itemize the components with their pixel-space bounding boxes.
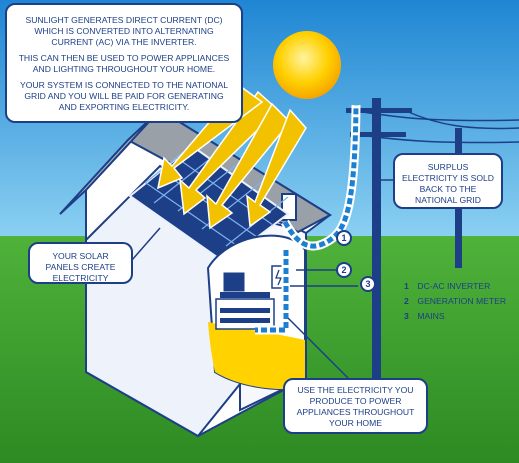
marker-generation-meter: 2	[336, 262, 352, 278]
sun-icon	[273, 31, 341, 99]
legend-item-generation-meter: 2 Generation Meter	[404, 294, 506, 309]
legend-label: Generation Meter	[417, 296, 507, 306]
callout-connectors	[131, 179, 393, 379]
legend-number: 3	[404, 311, 409, 321]
intro-line-2: This can then be used to power appliance…	[18, 53, 230, 74]
legend-label: DC-AC Inverter	[417, 281, 491, 291]
intro-line-3: Your system is connected to the national…	[19, 80, 229, 112]
intro-line-1: Sunlight generates direct current (DC) w…	[25, 15, 223, 47]
intro-callout: Sunlight generates direct current (DC) w…	[5, 3, 243, 123]
surplus-callout: Surplus electricity is sold back to the …	[393, 153, 503, 209]
marker-mains: 3	[360, 276, 376, 292]
use-text: Use the electricity you produce to power…	[296, 385, 415, 428]
legend-number: 2	[404, 296, 409, 306]
panels-text: Your solar panels create electricity	[45, 251, 116, 283]
legend: 1 DC-AC Inverter 2 Generation Meter 3 Ma…	[404, 279, 506, 324]
surplus-text: Surplus electricity is sold back to the …	[401, 162, 494, 205]
cutaway-room	[206, 234, 306, 391]
marker-inverter: 1	[336, 230, 352, 246]
legend-item-mains: 3 Mains	[404, 309, 506, 324]
legend-number: 1	[404, 281, 409, 291]
legend-label: Mains	[417, 311, 445, 321]
current-flow	[255, 104, 361, 335]
use-electricity-callout: Use the electricity you produce to power…	[283, 378, 428, 434]
panels-callout: Your solar panels create electricity	[28, 242, 133, 284]
legend-item-inverter: 1 DC-AC Inverter	[404, 279, 506, 294]
